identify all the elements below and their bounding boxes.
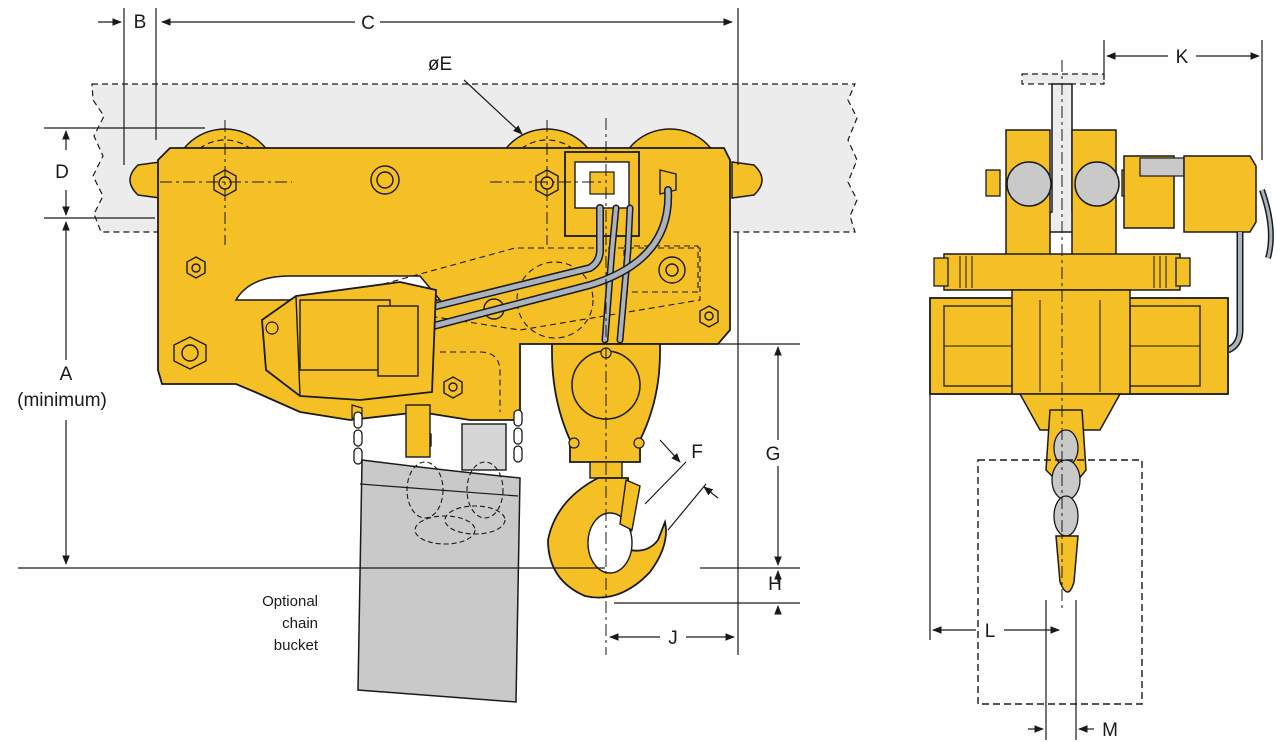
dim-b-label: B [134,12,147,33]
dim-h-label: H [768,574,782,595]
dim-l-label: L [985,621,996,642]
dim-g-label: G [766,444,781,465]
load-chain [353,409,523,465]
chain-bucket [357,459,521,703]
dim-j-label: J [668,628,678,649]
chain-guide-grey [461,423,507,471]
end-left-wheel [1006,161,1052,207]
end-bucket-outline [977,459,1143,705]
dim-h [614,570,800,615]
dim-f [644,439,719,531]
dim-a [18,221,605,569]
chain-guide [405,404,431,458]
end-chain [1051,429,1081,537]
right-bumper [731,161,763,199]
left-bumper [129,161,161,199]
dim-l [929,394,1060,640]
center-lines [160,118,607,655]
dim-a-note: (minimum) [17,390,107,411]
bucket-caption-line3: bucket [274,637,319,654]
dim-d-label: D [55,162,69,183]
hoist-body [929,289,1229,431]
dim-k [1103,40,1263,160]
dim-g [662,343,800,569]
dim-c [161,8,739,165]
dim-m-label: M [1102,720,1118,741]
dim-m [1028,600,1094,740]
bucket-caption-line2: chain [282,615,318,632]
end-hook [1055,535,1079,593]
trolley-motor [1123,155,1274,354]
hoist-motor [261,281,437,421]
dim-k-label: K [1176,47,1189,68]
dim-j [609,232,739,655]
bucket-hidden-chain [406,461,506,545]
dim-c-label: C [361,13,375,34]
end-view: K L M [929,40,1274,741]
end-right-wheel [1074,161,1120,207]
dim-a-label: A [60,364,73,385]
hook-latch [619,478,641,532]
side-view: B C øE D A (minimum) [17,8,858,703]
dim-b [98,8,157,165]
dim-f-label: F [691,442,703,463]
power-cables [376,186,673,344]
bucket-caption-line1: Optional [262,593,318,610]
dim-e-label: øE [428,54,452,75]
dim-d [44,127,205,219]
